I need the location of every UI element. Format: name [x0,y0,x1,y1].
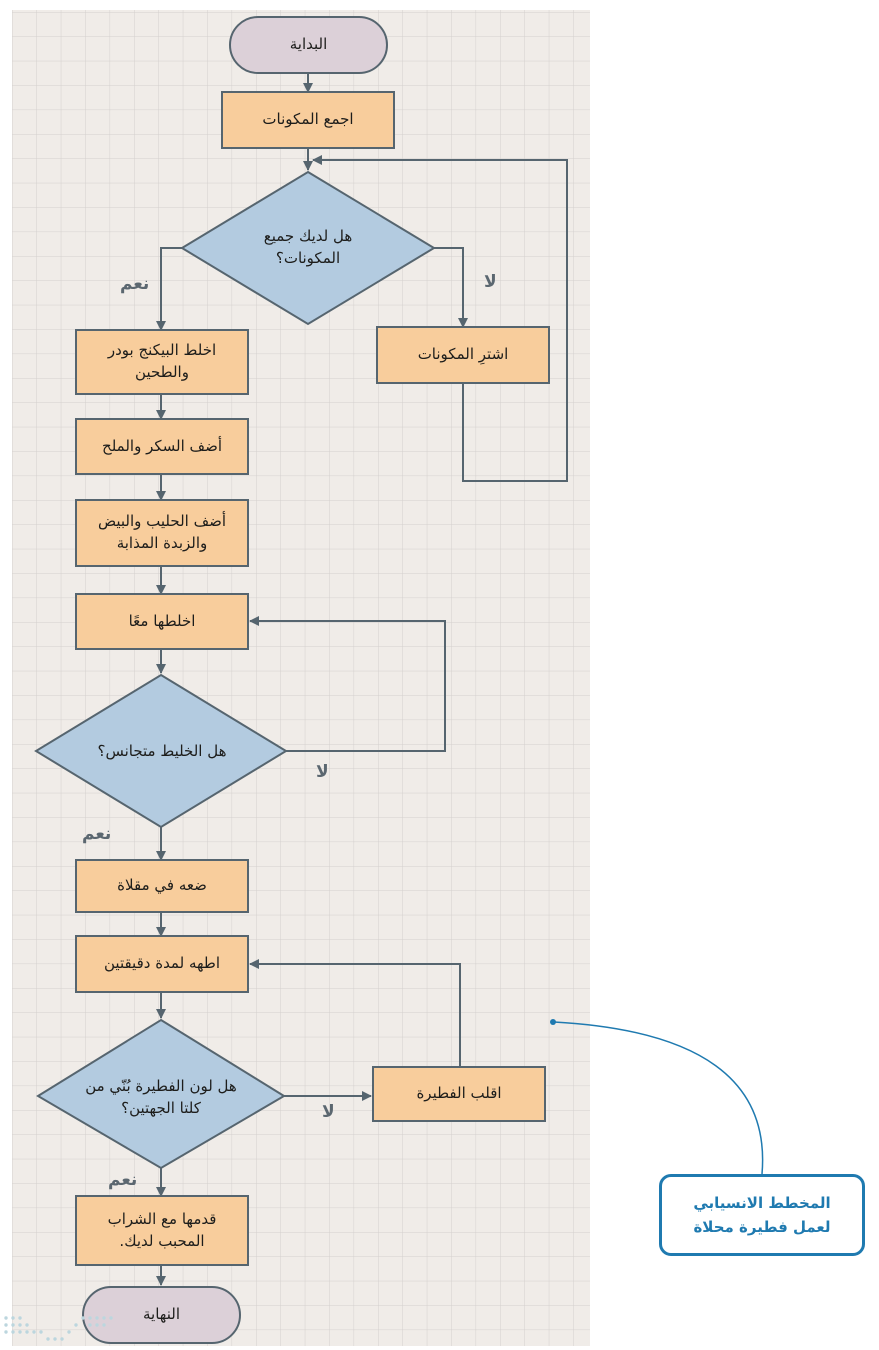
edge-label-no: لا [322,1102,335,1122]
cook-label: اطهه لمدة دقيقتين [104,954,221,973]
start-label: البداية [289,35,328,54]
edge-label-yes: نعم [120,274,150,294]
buy-label: اشترِ المكونات [417,345,509,364]
end-terminal [82,1286,241,1344]
callout-leader [553,1021,764,1175]
connector [249,616,446,752]
add-sugar-label: أضف السكر والملح [102,436,222,455]
add-sugar-box [75,418,249,475]
serve-box [75,1195,249,1266]
edge-label-no: لا [484,272,497,292]
add-milk-box [75,499,249,567]
flip-label: اقلب الفطيرة [416,1084,502,1103]
connector [434,247,468,328]
end-label: النهاية [143,1305,180,1324]
mix-baking-label: اخلط البيكنج بودر والطحين [107,341,217,381]
pan-label: ضعه في مقلاة [117,876,207,895]
edge-label-yes: نعم [82,824,112,844]
callout-dot [550,1019,556,1025]
buy-box [376,326,550,384]
pan-box [75,859,249,913]
ingredients-decision-label: هل لديك جميع المكونات؟ [263,227,353,267]
ingredients-decision [180,170,436,326]
edge-label-no: لا [316,762,329,782]
serve-label: قدمها مع الشراب المحبب لديك. [107,1209,217,1250]
gather-label: اجمع المكونات [262,110,354,129]
connector [156,247,182,331]
callout-box: المخطط الانسيابي لعمل فطيرة محلاة [659,1174,865,1256]
gather-box [221,91,395,149]
connector [312,155,568,482]
mix-together-label: اخلطها معًا [128,611,196,630]
watermark-dots-icon [4,1316,113,1341]
edge-label-yes: نعم [108,1170,138,1190]
cook-box [75,935,249,993]
connector [249,959,461,1067]
homogeneous-decision [34,673,288,829]
homogeneous-decision-label: هل الخليط متجانس؟ [97,742,227,761]
add-milk-label: أضف الحليب والبيض والزبدة المذابة [97,512,227,552]
start-terminal [229,16,388,74]
flip-box [372,1066,546,1122]
brown-decision-label: هل لون الفطيرة بُنّي من كلتا الجهتين؟ [85,1077,237,1117]
mix-together-box [75,593,249,650]
brown-decision [36,1018,286,1170]
mix-baking-box [75,329,249,395]
